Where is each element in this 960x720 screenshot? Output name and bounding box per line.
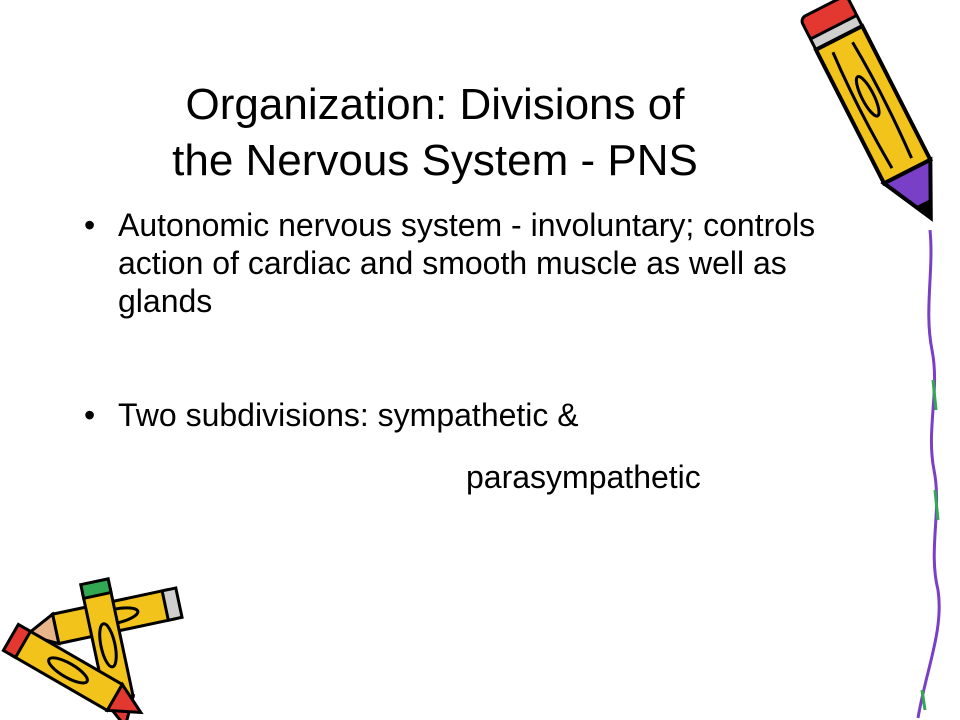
- scribble-line: [916, 230, 941, 719]
- slide-title: Organization: Divisions of the Nervous S…: [40, 77, 830, 189]
- bullet-list: • Autonomic nervous system - involuntary…: [84, 206, 844, 496]
- bullet-item: • Two subdivisions: sympathetic & parasy…: [84, 396, 844, 496]
- bullet-marker: •: [84, 397, 96, 433]
- bullet-text: Autonomic nervous system - involuntary; …: [118, 207, 816, 319]
- title-line-2: the Nervous System - PNS: [172, 136, 698, 186]
- pencil-icon: [800, 0, 934, 222]
- bullet-text: Two subdivisions: sympathetic &: [118, 397, 579, 433]
- pencils-icon: [1, 577, 184, 720]
- bullet-item: • Autonomic nervous system - involuntary…: [84, 206, 844, 320]
- title-line-1: Organization: Divisions of: [185, 80, 685, 130]
- bullet-continuation: parasympathetic: [466, 459, 701, 495]
- bullet-marker: •: [84, 207, 96, 243]
